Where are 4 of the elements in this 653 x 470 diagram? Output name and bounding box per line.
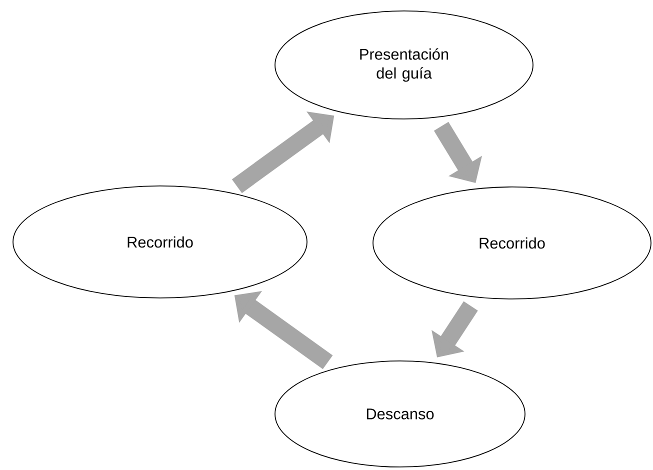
ellipse-node: Descanso: [274, 360, 526, 468]
ellipse-node: Recorrido: [12, 186, 308, 298]
ellipse-node: Recorrido: [372, 186, 652, 300]
ellipse-node: Presentación del guía: [274, 10, 534, 120]
